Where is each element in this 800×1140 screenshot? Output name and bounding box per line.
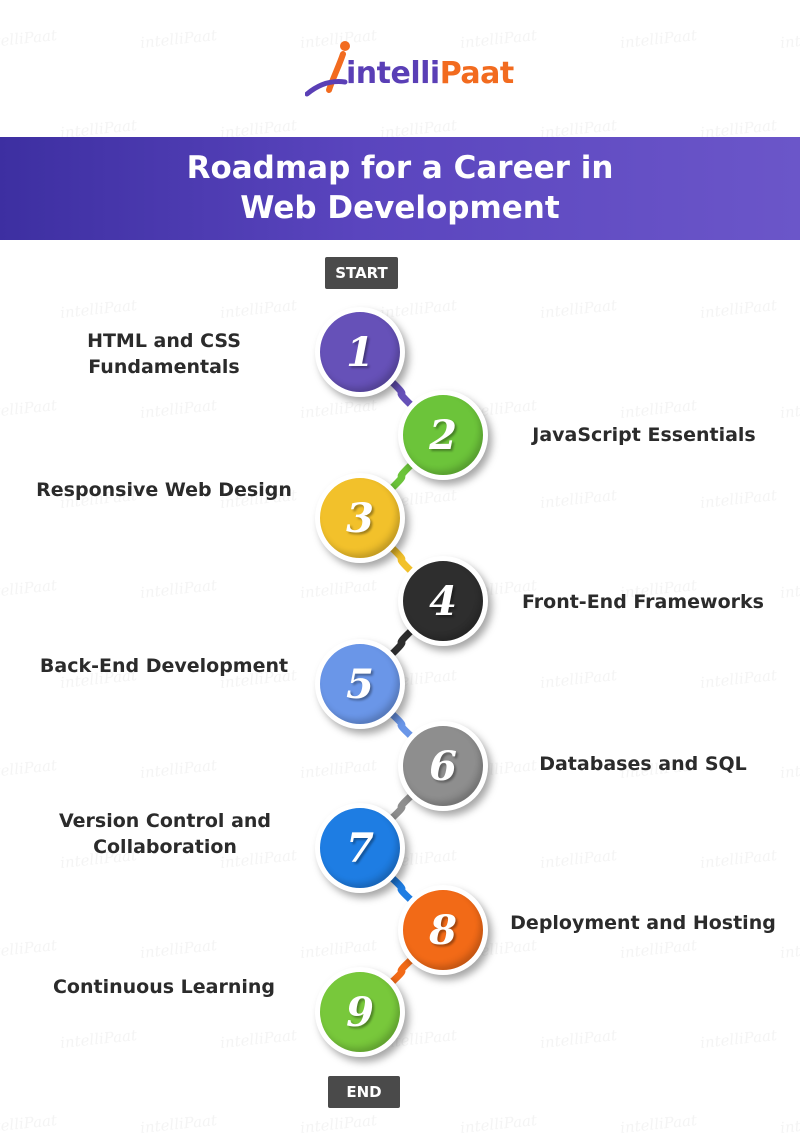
connector-1-2 [388, 378, 415, 409]
step-3-circle: 3 [315, 473, 405, 563]
step-6-label: Databases and SQL [483, 751, 800, 777]
step-7-number: 7 [346, 824, 374, 872]
step-5-label-line-1: Back-End Development [39, 655, 289, 677]
step-2-number: 2 [429, 411, 457, 459]
start-tag: START [325, 257, 398, 289]
step-7-circle: 7 [315, 803, 405, 893]
connector-7-8 [388, 874, 415, 904]
step-4-number: 4 [429, 577, 457, 625]
step-3-label: Responsive Web Design [4, 477, 324, 503]
step-2-label-line-1: JavaScript Essentials [532, 424, 756, 446]
step-1-label-line-1: HTML and CSS [87, 330, 241, 352]
step-3-label-line-1: Responsive Web Design [36, 479, 292, 501]
connector-3-4 [388, 544, 415, 575]
connector-8-9 [388, 956, 415, 986]
connector-6-7 [388, 792, 415, 822]
step-8-circle: 8 [398, 885, 488, 975]
step-7-label-line-1: Version Control and [58, 810, 272, 832]
step-6-number: 6 [429, 742, 457, 790]
step-1-label: HTML and CSS Fundamentals [4, 328, 324, 380]
logo-figure-icon [305, 41, 350, 97]
title-line-1: Roadmap for a Career in [186, 150, 614, 186]
step-5-label: Back-End Development [4, 653, 324, 679]
step-8-label: Deployment and Hosting [483, 910, 800, 936]
connector-5-6 [388, 710, 415, 740]
title-line-2: Web Development [240, 190, 560, 226]
step-3-number: 3 [346, 494, 374, 542]
step-4-label-line-1: Front-End Frameworks [522, 591, 764, 613]
step-2-label: JavaScript Essentials [484, 422, 800, 448]
step-1-number: 1 [346, 328, 374, 376]
logo-word-part2: Paat [439, 56, 515, 91]
title-banner [0, 137, 800, 240]
connector-4-5 [388, 627, 415, 658]
step-9-circle: 9 [315, 967, 405, 1057]
end-tag: END [328, 1076, 400, 1108]
step-8-number: 8 [429, 906, 457, 954]
page-title: Roadmap for a Career in Web Development [0, 148, 800, 228]
step-5-circle: 5 [315, 639, 405, 729]
step-2-circle: 2 [398, 390, 488, 480]
step-7-label-line-2: Collaboration [93, 836, 237, 858]
step-8-label-line-1: Deployment and Hosting [510, 912, 776, 934]
step-4-label: Front-End Frameworks [483, 589, 800, 615]
step-4-circle: 4 [398, 556, 488, 646]
logo-word-part1: intelli [346, 56, 440, 91]
intellipaat-logo: intelliPaat [0, 36, 800, 106]
step-9-label: Continuous Learning [4, 974, 324, 1000]
step-1-circle: 1 [315, 307, 405, 397]
step-9-label-line-1: Continuous Learning [52, 976, 276, 998]
connector-2-3 [388, 461, 415, 492]
step-5-number: 5 [346, 660, 374, 708]
step-6-label-line-1: Databases and SQL [539, 753, 747, 775]
step-9-number: 9 [346, 988, 374, 1036]
logo-wordmark: intelliPaat [346, 56, 514, 92]
step-1-label-line-2: Fundamentals [88, 356, 240, 378]
step-6-circle: 6 [398, 721, 488, 811]
